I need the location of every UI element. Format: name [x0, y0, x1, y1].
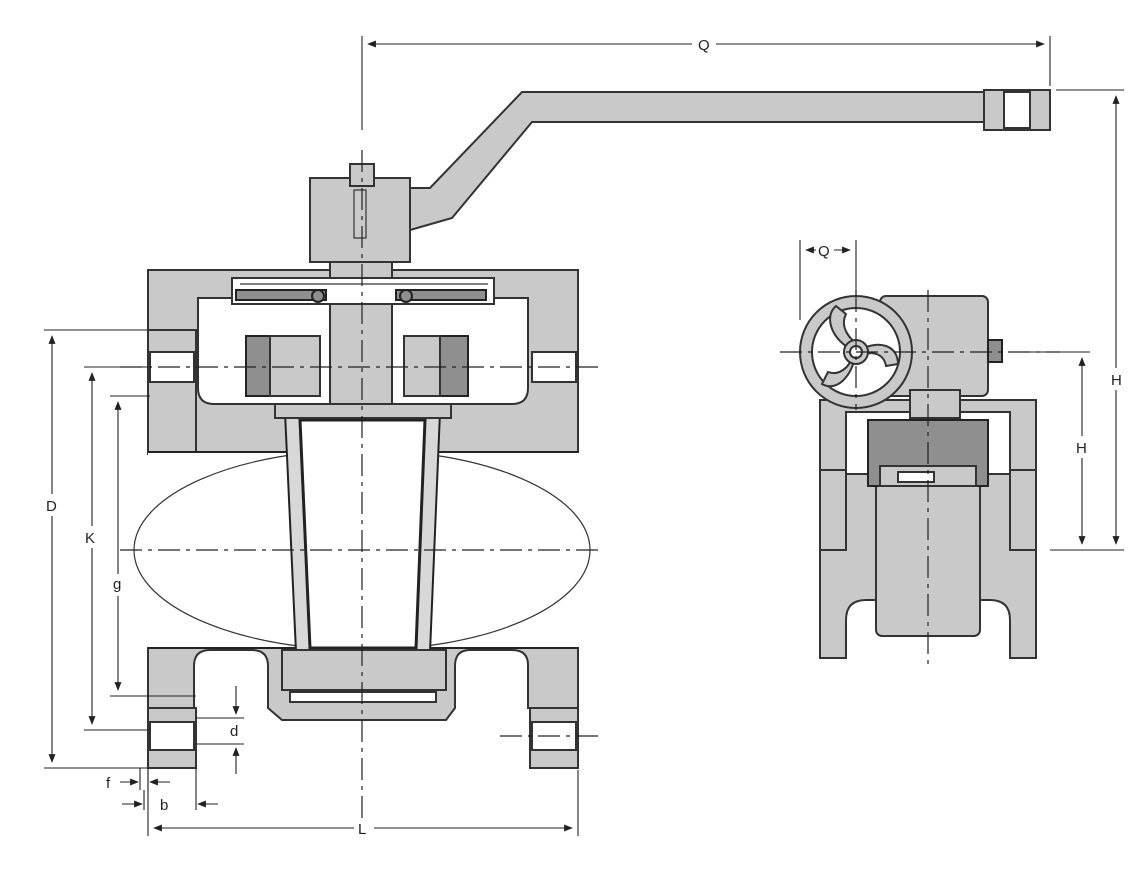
dim-label-g: g — [113, 576, 121, 593]
wrench-head — [309, 91, 989, 263]
dim-label-k: K — [85, 530, 95, 547]
dim-label-d-outer: D — [46, 498, 57, 515]
dim-label-q-side: Q — [818, 243, 830, 260]
side-valve-view — [780, 290, 1060, 670]
dim-label-h-outer: H — [1111, 372, 1122, 389]
dim-label-d-bolt: d — [230, 723, 238, 740]
plug-bottom — [281, 649, 447, 691]
front-valve-view — [120, 89, 1051, 830]
dim-label-l: L — [358, 821, 366, 838]
dimension-lines: Q H H Q D K g — [44, 34, 1128, 838]
dim-label-f: f — [106, 775, 111, 792]
stem-slot — [353, 189, 367, 239]
dim-label-q-top: Q — [698, 37, 710, 54]
left-flange-upper — [147, 329, 197, 455]
dim-label-h-inner: H — [1076, 440, 1087, 457]
dim-label-b: b — [160, 797, 168, 814]
bolt-hole — [149, 721, 195, 751]
packing-ring — [274, 403, 452, 419]
